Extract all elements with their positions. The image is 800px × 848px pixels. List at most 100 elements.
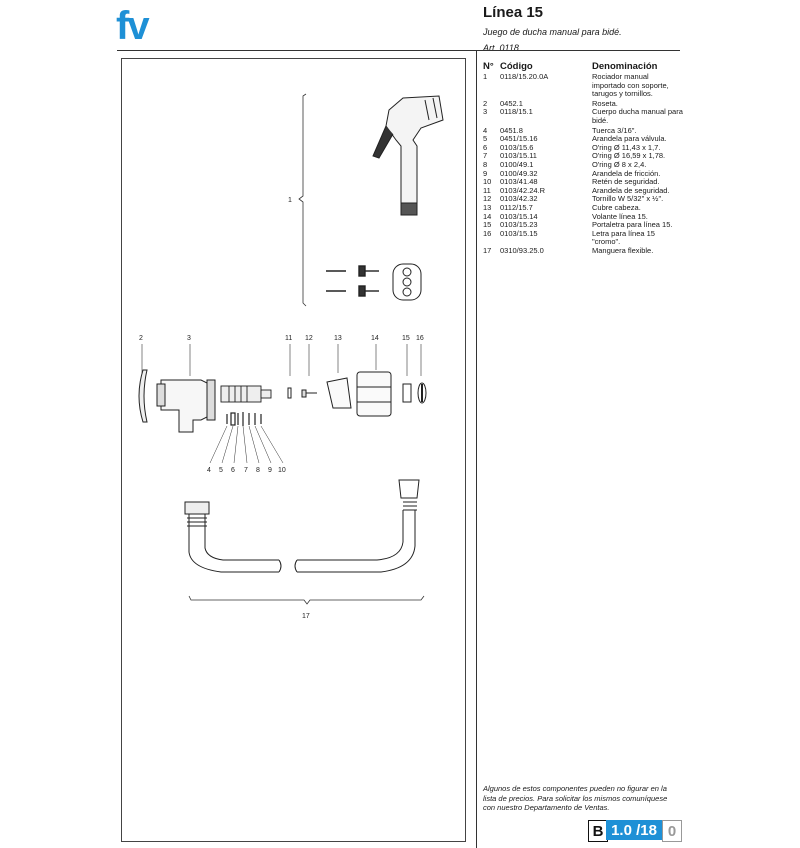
row-name: Arandela para válvula. [592,134,667,144]
table-row: 8 0100/49.1 O'ring Ø 8 x 2,4. [483,159,683,170]
row-code: 0451/15.16 [500,134,538,144]
flexible-hose [184,479,420,573]
header: Línea 15 Juego de ducha manual para bidé… [483,4,622,53]
rosette [138,369,148,423]
row-number: 5 [483,134,488,144]
row-number: 4 [483,125,488,135]
row-number: 6 [483,142,488,152]
header-code: Código [500,60,533,72]
table-row: 15 0103/15.23 Portaletra para línea 15. [483,220,683,230]
article-number: Art. 0118 [483,43,519,53]
row-code: 0103/15.6 [500,142,534,152]
row-name: Arandela de fricción. [592,168,661,178]
row-code: 0112/15.7 [500,202,533,212]
hand-sprayer [372,95,444,216]
row-code: 0103/15.23 [500,220,538,230]
row-number: 2 [483,98,488,108]
chrome-letter [417,382,427,404]
callout-12: 12 [305,335,313,342]
table-row: 16 0103/15.15 Letra para línea 15 "cromo". [483,228,683,247]
page-number: 1.0 /18 [606,820,662,840]
table-row: 4 0451.8 Tuerca 3/16". [483,125,683,136]
table-row: 6 0103/15.6 O'ring Ø 11,43 x 1,7. [483,142,683,153]
row-name: Cubre cabeza. [592,202,641,212]
small-rings [226,412,262,426]
table-row: 14 0103/15.14 Volante línea 15. [483,211,683,222]
row-name: Volante línea 15. [592,211,648,221]
callout-9: 9 [268,467,272,474]
table-row: 7 0103/15.11 O'ring Ø 16,59 x 1,78. [483,152,683,161]
row-name: Rociador manual importado con soporte, t… [592,72,669,99]
row-number: 3 [483,107,488,117]
callout-17: 17 [302,613,310,620]
callout-2: 2 [139,335,143,342]
row-name: Letra para línea 15 "cromo". [592,228,655,247]
callout-16: 16 [416,335,424,342]
callout-14: 14 [371,335,379,342]
section-letter: B [588,820,608,842]
row-number: 11 [483,185,491,195]
row-name: O'ring Ø 8 x 2,4. [592,159,647,169]
row-name: Tuerca 3/16". [592,125,637,135]
callout-13: 13 [334,335,342,342]
revision-number: 0 [662,820,682,842]
footer-note: Algunos de estos componentes pueden no f… [483,784,668,812]
row-number: 14 [483,211,492,221]
letter-holder [402,383,412,403]
row-code: 0103/41.48 [500,177,538,187]
header-no: N° [483,60,494,72]
row-name: Retén de seguridad. [592,177,660,187]
row-code: 0100/49.32 [500,168,538,178]
callout-5: 5 [219,467,223,474]
row-code: 0103/42.32 [500,194,538,204]
shower-body [156,379,216,433]
row-name: O'ring Ø 16,59 x 1,78. [592,151,666,161]
callout-8: 8 [256,467,260,474]
row-number: 8 [483,159,488,169]
row-number: 12 [483,194,492,204]
row-name: Manguera flexible. [592,245,654,255]
row-code: 0103/15.11 [500,151,537,161]
row-number: 17 [483,245,492,255]
row-name: O'ring Ø 11,43 x 1,7. [592,142,661,152]
callout-10: 10 [278,467,286,474]
row-code: 0100/49.1 [500,159,534,169]
row-code: 0452.1 [500,98,523,108]
table-row: 13 0112/15.7 Cubre cabeza. [483,202,683,213]
callout-6: 6 [231,467,235,474]
exploded-view-drawing: 1 2 3 11 12 13 14 15 16 [138,93,444,620]
screws-and-dowels [326,265,379,297]
row-code: 0310/93.25.0 [500,245,544,255]
fv-logo: fv [116,6,160,46]
logo-text: fv [116,4,150,48]
valve-cartridge [220,385,272,403]
row-number: 7 [483,151,488,161]
header-name: Denominación [592,60,658,72]
table-row: 17 0310/93.25.0 Manguera flexible. [483,245,683,256]
row-number: 1 [483,72,488,81]
drawing-panel [121,58,466,842]
callout-1: 1 [288,197,292,204]
row-code: 0103/15.15 [500,228,538,238]
row-code: 0103/15.14 [500,211,538,221]
row-code: 0451.8 [500,125,523,135]
screw [301,389,317,398]
page-subtitle: Juego de ducha manual para bidé. [483,27,622,37]
head-cover [326,377,352,409]
row-number: 13 [483,202,492,212]
row-name: Cuerpo ducha manual para bidé. [592,107,683,125]
row-number: 16 [483,228,492,238]
handle [356,371,392,417]
row-number: 15 [483,220,492,230]
callout-15: 15 [402,335,410,342]
row-name: Portaletra para línea 15. [592,220,673,230]
table-row: 5 0451/15.16 Arandela para válvula. [483,135,683,144]
